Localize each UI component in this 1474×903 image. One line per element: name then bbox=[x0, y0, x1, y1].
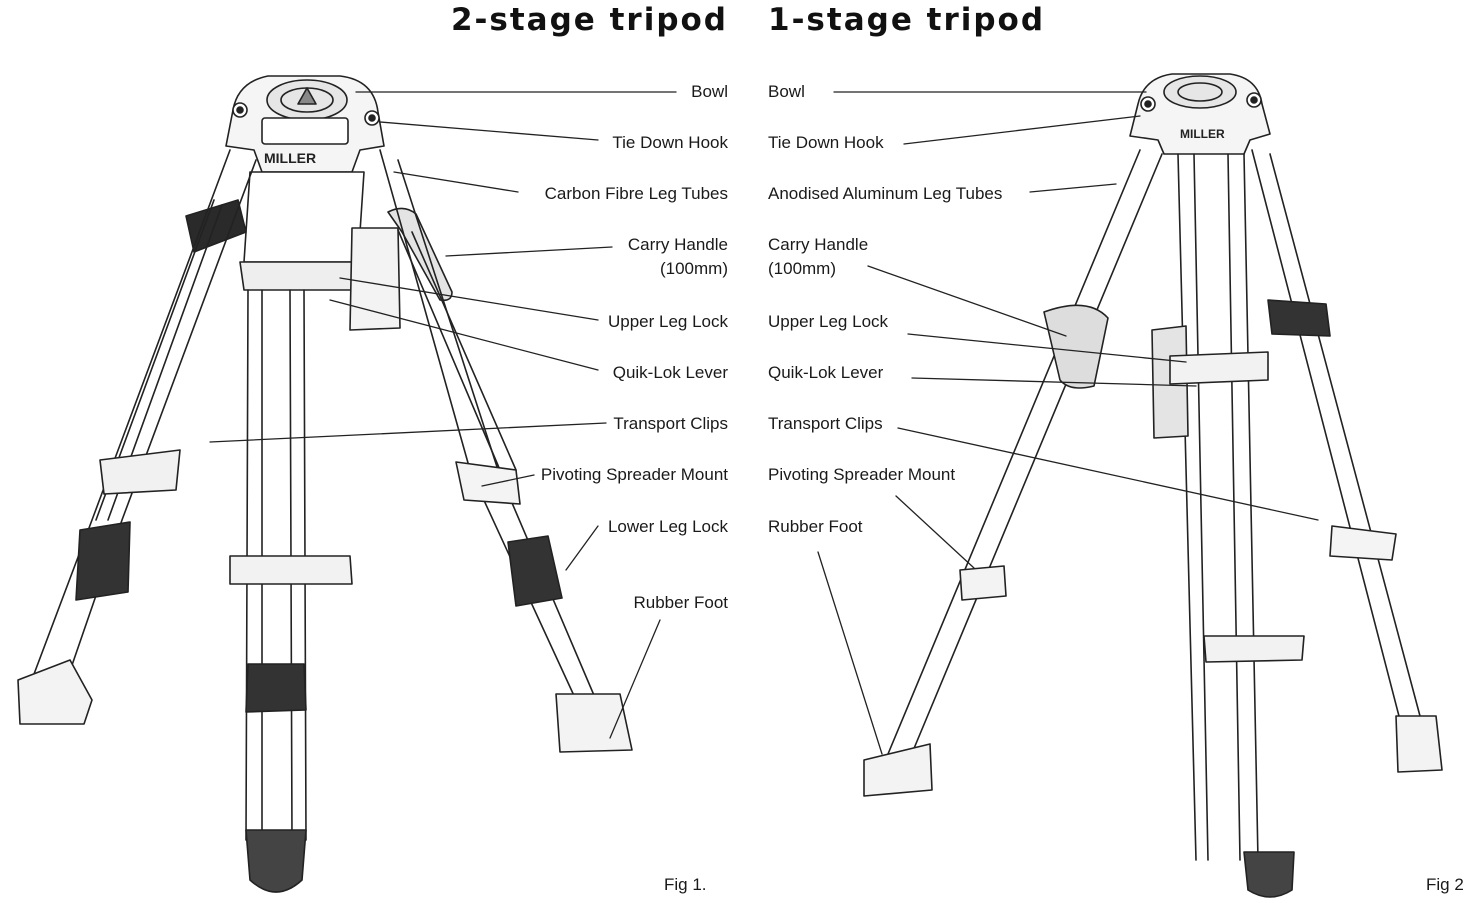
tripod-2-stage-drawing: MILLER bbox=[17, 75, 633, 893]
leader-lines-right bbox=[817, 91, 1319, 755]
label-carry-handle-right: Carry Handle (100mm) bbox=[768, 235, 869, 278]
label-leg-tubes-left: Carbon Fibre Leg Tubes bbox=[544, 184, 728, 203]
brand-logo-right: MILLER bbox=[1180, 127, 1225, 141]
label-tie-down-hook-right: Tie Down Hook bbox=[768, 133, 884, 152]
figure-caption-2: Fig 2 bbox=[1426, 875, 1464, 894]
label-lower-leg-lock-left: Lower Leg Lock bbox=[607, 517, 728, 536]
label-quik-lok-lever-right: Quik-Lok Lever bbox=[768, 363, 884, 382]
label-spreader-mount-left: Pivoting Spreader Mount bbox=[540, 465, 728, 484]
label-upper-leg-lock-left: Upper Leg Lock bbox=[607, 312, 728, 331]
label-rubber-foot-right: Rubber Foot bbox=[768, 517, 863, 536]
label-quik-lok-lever-left: Quik-Lok Lever bbox=[612, 363, 728, 382]
title-1-stage-tripod: 1-stage tripod bbox=[768, 2, 1046, 38]
brand-logo-left: MILLER bbox=[264, 150, 316, 166]
label-upper-leg-lock-right: Upper Leg Lock bbox=[768, 312, 889, 331]
label-tie-down-hook-left: Tie Down Hook bbox=[612, 133, 728, 152]
label-spreader-mount-right: Pivoting Spreader Mount bbox=[768, 465, 956, 484]
label-transport-clips-right: Transport Clips bbox=[768, 414, 883, 433]
label-leg-tubes-right: Anodised Aluminum Leg Tubes bbox=[768, 184, 1003, 203]
tripod-1-stage-drawing: MILLER bbox=[863, 73, 1443, 898]
label-bowl-left: Bowl bbox=[691, 82, 728, 101]
label-carry-handle-left: Carry Handle (100mm) bbox=[627, 235, 728, 278]
label-transport-clips-left: Transport Clips bbox=[613, 414, 728, 433]
title-2-stage-tripod: 2-stage tripod bbox=[450, 2, 728, 38]
figure-caption-1: Fig 1. bbox=[664, 875, 707, 894]
label-rubber-foot-left: Rubber Foot bbox=[633, 593, 729, 612]
leader-lines-left bbox=[209, 91, 677, 739]
label-bowl-right: Bowl bbox=[768, 82, 805, 101]
